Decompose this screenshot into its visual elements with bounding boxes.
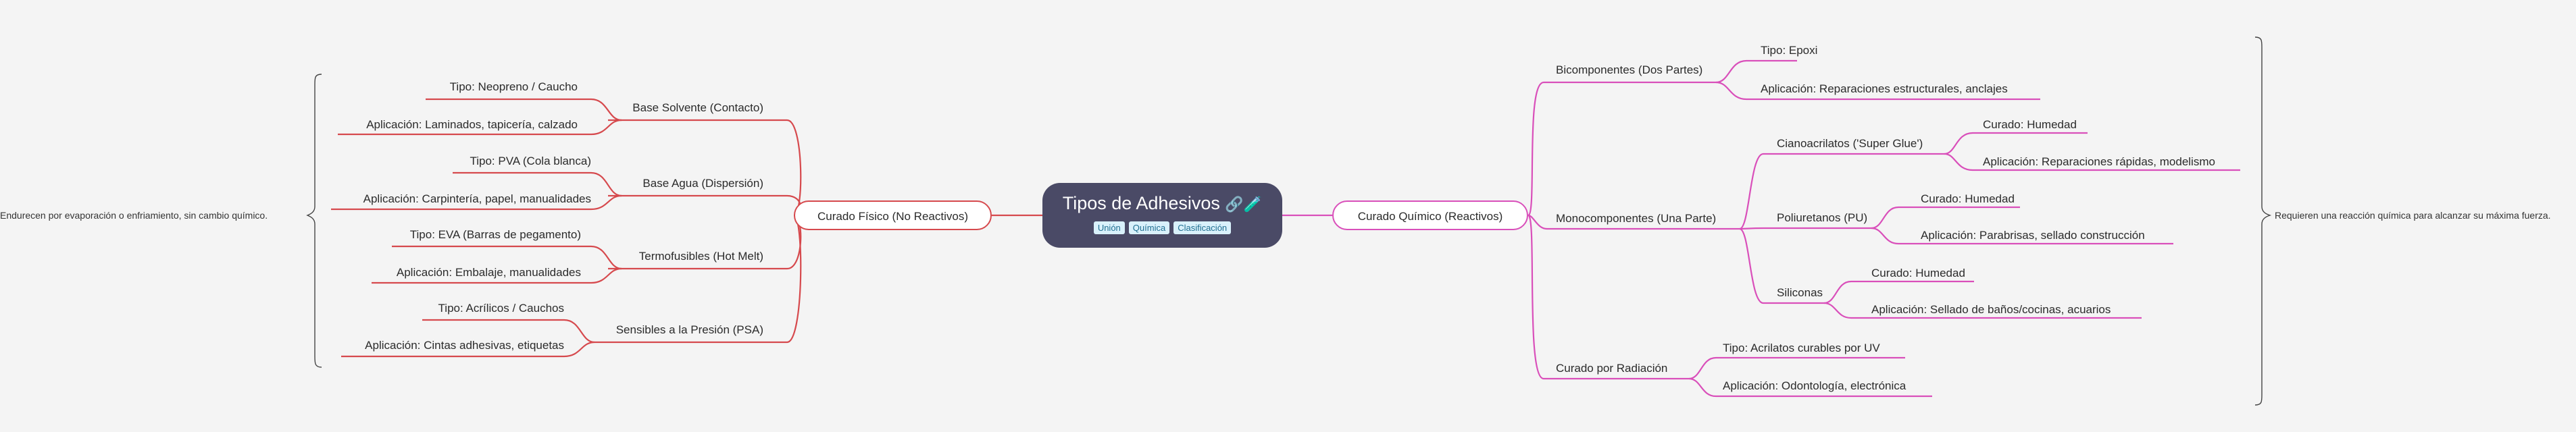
summary-curado-quimico[interactable]: Requieren una reacción química para alca…: [2275, 210, 2551, 221]
leaf-siliconas-aplicacion[interactable]: Aplicación: Sellado de baños/cocinas, ac…: [1871, 303, 2111, 316]
leaf-sensibles-presion-aplicacion[interactable]: Aplicación: Cintas adhesivas, etiquetas: [365, 339, 564, 352]
summary-curado-fisico[interactable]: Endurecen por evaporación o enfriamiento…: [0, 210, 268, 221]
leaf-poliuretanos-curado[interactable]: Curado: Humedad: [1921, 192, 2015, 205]
topic-curado-quimico[interactable]: Curado Químico (Reactivos): [1332, 200, 1528, 230]
topic-base-agua[interactable]: Base Agua (Dispersión): [642, 177, 763, 190]
topic-termofusibles[interactable]: Termofusibles (Hot Melt): [638, 250, 763, 263]
leaf-bicomponentes-aplicacion[interactable]: Aplicación: Reparaciones estructurales, …: [1761, 82, 2008, 95]
central-topic[interactable]: Tipos de Adhesivos 🔗🧪 Unión Química Clas…: [1042, 183, 1282, 248]
central-title-line: Tipos de Adhesivos 🔗🧪: [1042, 192, 1282, 216]
tag-quimica[interactable]: Química: [1128, 221, 1170, 234]
leaf-termofusibles-aplicacion[interactable]: Aplicación: Embalaje, manualidades: [396, 266, 581, 279]
topic-poliuretanos[interactable]: Poliuretanos (PU): [1777, 211, 1868, 224]
topic-base-solvente[interactable]: Base Solvente (Contacto): [632, 101, 763, 114]
tag-union[interactable]: Unión: [1093, 221, 1125, 234]
leaf-base-agua-aplicacion[interactable]: Aplicación: Carpintería, papel, manualid…: [363, 192, 591, 205]
topic-cianoacrilatos[interactable]: Cianoacrilatos ('Super Glue'): [1777, 137, 1923, 150]
leaf-bicomponentes-tipo[interactable]: Tipo: Epoxi: [1761, 44, 1818, 57]
leaf-poliuretanos-aplicacion[interactable]: Aplicación: Parabrisas, sellado construc…: [1921, 229, 2145, 242]
central-title: Tipos de Adhesivos: [1062, 193, 1220, 213]
tag-list: Unión Química Clasificación: [1042, 221, 1282, 234]
topic-bicomponentes[interactable]: Bicomponentes (Dos Partes): [1556, 63, 1703, 76]
leaf-radiacion-aplicacion[interactable]: Aplicación: Odontología, electrónica: [1723, 379, 1906, 392]
tag-clasificacion[interactable]: Clasificación: [1173, 221, 1232, 234]
topic-siliconas[interactable]: Siliconas: [1777, 286, 1823, 299]
link-test-tube-icon: 🔗🧪: [1225, 196, 1263, 213]
leaf-base-solvente-tipo[interactable]: Tipo: Neopreno / Caucho: [449, 80, 578, 93]
topic-monocomponentes[interactable]: Monocomponentes (Una Parte): [1556, 212, 1717, 225]
topic-curado-fisico[interactable]: Curado Físico (No Reactivos): [794, 200, 992, 230]
leaf-cianoacrilatos-aplicacion[interactable]: Aplicación: Reparaciones rápidas, modeli…: [1983, 155, 2215, 168]
topic-curado-radiacion[interactable]: Curado por Radiación: [1556, 362, 1668, 375]
leaf-sensibles-presion-tipo[interactable]: Tipo: Acrílicos / Cauchos: [438, 302, 564, 315]
leaf-termofusibles-tipo[interactable]: Tipo: EVA (Barras de pegamento): [409, 228, 581, 241]
topic-sensibles-presion[interactable]: Sensibles a la Presión (PSA): [615, 323, 763, 336]
leaf-radiacion-tipo[interactable]: Tipo: Acrilatos curables por UV: [1723, 342, 1880, 354]
leaf-base-solvente-aplicacion[interactable]: Aplicación: Laminados, tapicería, calzad…: [366, 118, 578, 131]
leaf-cianoacrilatos-curado[interactable]: Curado: Humedad: [1983, 118, 2077, 131]
leaf-siliconas-curado[interactable]: Curado: Humedad: [1871, 267, 1965, 279]
leaf-base-agua-tipo[interactable]: Tipo: PVA (Cola blanca): [470, 155, 591, 167]
